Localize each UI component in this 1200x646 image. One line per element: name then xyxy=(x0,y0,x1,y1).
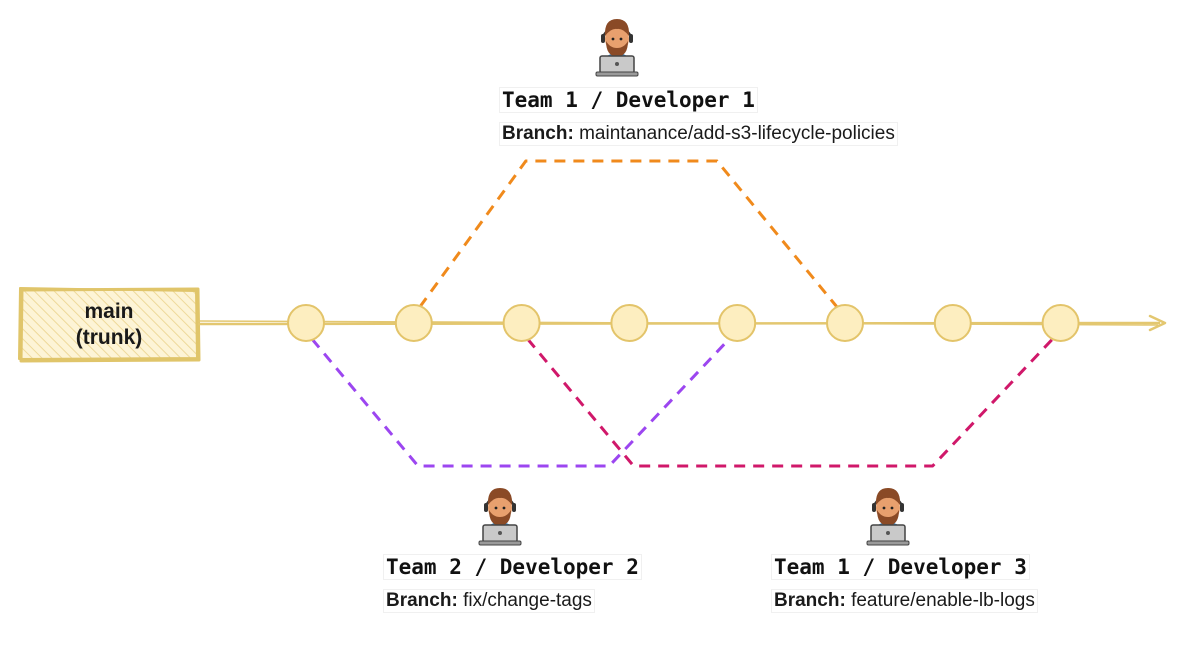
branch-label: Branch: feature/enable-lb-logs xyxy=(772,590,1037,612)
avatar-earcup xyxy=(629,34,633,43)
avatar-hair xyxy=(604,19,630,36)
branch-key: Branch: xyxy=(774,590,846,611)
branch-name: feature/enable-lb-logs xyxy=(851,590,1035,611)
commit-nodes xyxy=(287,304,1080,342)
avatar-beard xyxy=(606,41,628,57)
avatar-eye xyxy=(882,506,886,510)
commit-node xyxy=(610,304,649,342)
branch-card-dev3: Team 1 / Developer 3 Branch: feature/ena… xyxy=(772,555,1037,612)
laptop-base xyxy=(595,71,639,77)
avatar-face xyxy=(488,495,512,521)
laptop-logo xyxy=(615,62,619,66)
arrow-head-icon xyxy=(1148,314,1167,332)
branch-label: Branch: fix/change-tags xyxy=(384,590,594,612)
team-developer-label: Team 2 / Developer 2 xyxy=(384,555,641,579)
branch-line-dev3 xyxy=(526,337,1054,468)
developer-with-laptop-icon xyxy=(866,488,910,546)
avatar-eye xyxy=(611,37,615,41)
avatar-eye xyxy=(502,506,506,510)
avatar-earcup xyxy=(512,503,516,512)
avatar-eye xyxy=(619,37,623,41)
developer-with-laptop-icon xyxy=(478,488,522,546)
branch-name: fix/change-tags xyxy=(463,590,592,611)
developer-with-laptop-icon xyxy=(595,19,639,77)
avatar-earcup xyxy=(872,503,876,512)
branch-label: Branch: maintanance/add-s3-lifecycle-pol… xyxy=(500,123,897,145)
avatar-hair xyxy=(875,488,901,505)
branch-name: maintanance/add-s3-lifecycle-policies xyxy=(579,123,895,144)
avatar-beard xyxy=(489,510,511,526)
trunk-box-outline xyxy=(19,287,201,363)
laptop-base xyxy=(866,540,910,546)
branch-card-dev1: Team 1 / Developer 1 Branch: maintanance… xyxy=(500,88,897,145)
branch-card-dev2: Team 2 / Developer 2 Branch: fix/change-… xyxy=(384,555,641,612)
laptop-base xyxy=(478,540,522,546)
team-developer-label: Team 1 / Developer 1 xyxy=(500,88,757,112)
trunk-box-outline-sketch xyxy=(18,287,198,360)
commit-node xyxy=(287,304,325,342)
branch-lines xyxy=(310,159,1054,468)
avatar-earcup xyxy=(900,503,904,512)
avatar-face xyxy=(876,495,900,521)
trunk-line-sketch xyxy=(197,320,1159,326)
commit-node xyxy=(502,304,541,342)
avatar-hair xyxy=(487,488,513,505)
commit-node xyxy=(826,304,864,342)
laptop-logo xyxy=(886,531,890,535)
branch-line-dev1 xyxy=(418,159,839,308)
commit-node xyxy=(933,304,972,342)
laptop-logo xyxy=(498,531,502,535)
commit-node xyxy=(718,304,757,342)
avatar-eye xyxy=(890,506,894,510)
team-developer-label: Team 1 / Developer 3 xyxy=(772,555,1029,579)
avatar-beard xyxy=(877,510,899,526)
trunk-box xyxy=(18,287,201,363)
avatar-face xyxy=(605,26,629,52)
branch-key: Branch: xyxy=(502,123,574,144)
avatar-eye xyxy=(494,506,498,510)
commit-node xyxy=(1041,304,1080,342)
commit-node xyxy=(394,304,433,342)
avatar-earcup xyxy=(484,503,488,512)
avatar-earcup xyxy=(601,34,605,43)
branch-line-dev2 xyxy=(310,337,731,468)
branch-key: Branch: xyxy=(386,590,458,611)
developer-icons xyxy=(478,19,910,546)
